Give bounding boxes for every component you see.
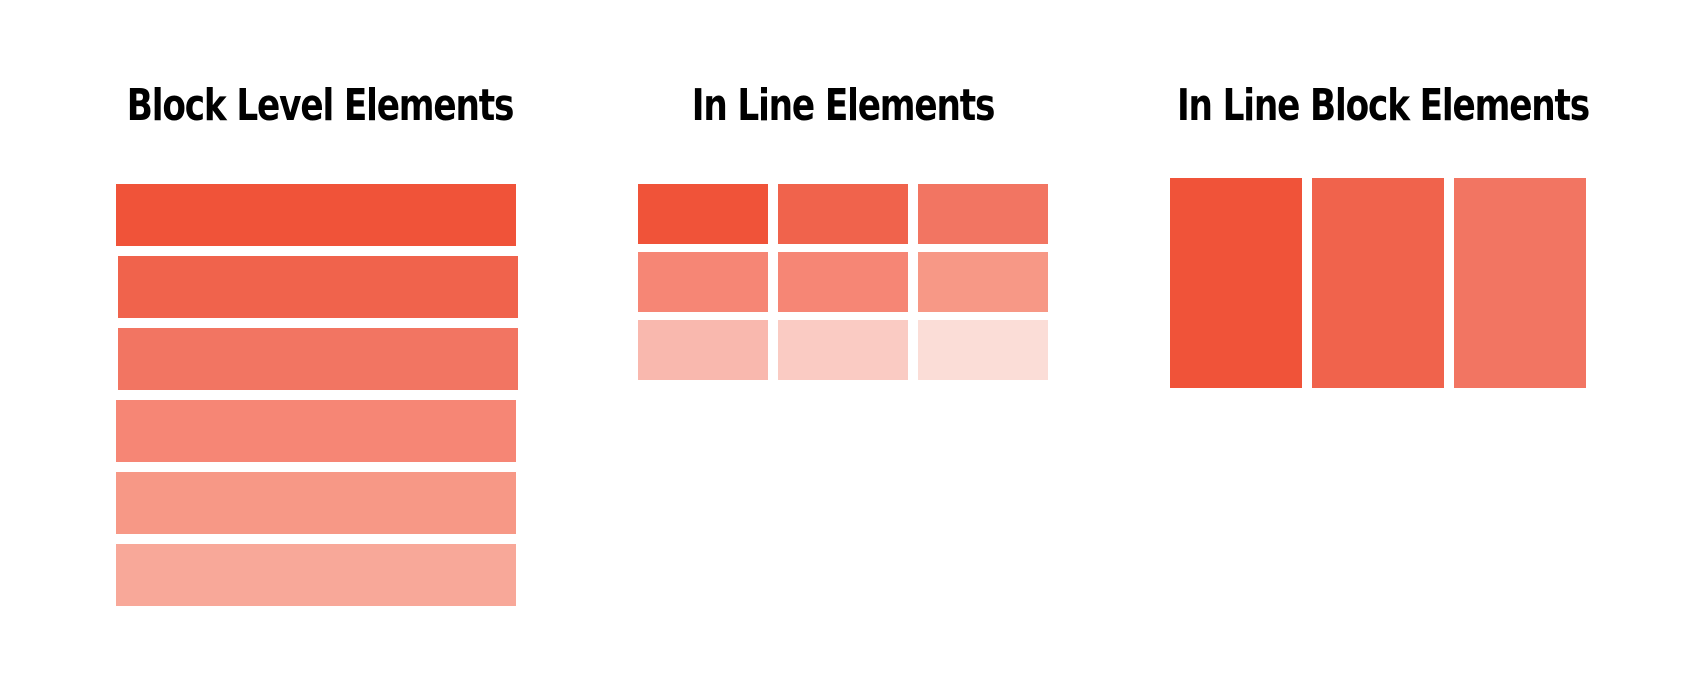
- inline-block-box: [1454, 178, 1586, 388]
- inline-box: [918, 320, 1048, 380]
- inline-box: [638, 252, 768, 312]
- inline-box: [638, 184, 768, 244]
- inline-block-box: [1170, 178, 1302, 388]
- inline-block-box: [1312, 178, 1444, 388]
- inline-box: [778, 320, 908, 380]
- block-level-title: Block Level Elements: [126, 80, 515, 131]
- block-bar: [118, 256, 518, 318]
- inline-box: [918, 184, 1048, 244]
- inline-block-title: In Line Block Elements: [1176, 80, 1590, 131]
- block-bar: [118, 328, 518, 390]
- inline-box: [638, 320, 768, 380]
- inline-box: [918, 252, 1048, 312]
- block-bar: [116, 400, 516, 462]
- inline-title: In Line Elements: [691, 80, 996, 131]
- inline-box: [778, 184, 908, 244]
- inline-box: [778, 252, 908, 312]
- block-bar: [116, 472, 516, 534]
- block-bar: [116, 544, 516, 606]
- block-bar: [116, 184, 516, 246]
